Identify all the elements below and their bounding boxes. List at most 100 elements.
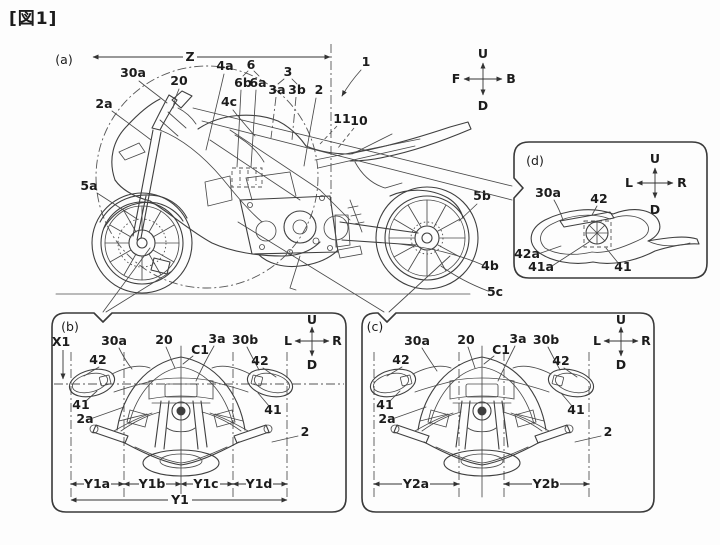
- side-mirror: [171, 90, 193, 109]
- label-42-right: 42: [251, 353, 268, 368]
- label-6b: 6b: [234, 75, 252, 90]
- front-wheel: [91, 192, 193, 294]
- label-41-right: 41: [567, 402, 584, 417]
- intake-unit-dashed: [231, 167, 263, 188]
- label-30a: 30a: [101, 333, 127, 348]
- label-20: 20: [155, 332, 173, 347]
- label-3a: 3a: [208, 331, 225, 346]
- rear-wheel: [375, 186, 479, 290]
- z-dimension-label: Z: [185, 49, 194, 64]
- view-a-labels: 30a 20 2a 4a 4c 6 6b 6a 3 3a 3: [80, 57, 503, 299]
- dim-y2b: Y2b: [532, 476, 560, 491]
- label-42-left: 42: [392, 352, 409, 367]
- dim-y1a: Y1a: [83, 476, 110, 491]
- dim-y2a: Y2a: [402, 476, 429, 491]
- front-brake-caliper: [150, 257, 171, 275]
- dim-y1c: Y1c: [192, 476, 218, 491]
- ref-1-label: 1: [362, 54, 371, 69]
- label-20: 20: [170, 73, 188, 88]
- label-42: 42: [590, 191, 607, 206]
- label-41-right: 41: [264, 402, 281, 417]
- rear-fender: [389, 189, 464, 219]
- headlight: [118, 142, 146, 161]
- label-42-right: 42: [552, 353, 569, 368]
- compass-down: D: [478, 98, 488, 113]
- label-30b: 30b: [232, 332, 258, 347]
- view-b-labels: X1 30a 42 41 2a 20 C1 3a 30b 42: [52, 331, 310, 443]
- label-2a: 2a: [76, 411, 93, 426]
- label-6a: 6a: [249, 75, 266, 90]
- view-c-label: (c): [367, 319, 384, 334]
- view-b-front-view: (b) U D L R X1 30a 42: [51, 312, 347, 513]
- label-30a: 30a: [404, 333, 430, 348]
- swingarm: [339, 221, 419, 246]
- view-d-box: [513, 141, 708, 279]
- compass-down: D: [650, 202, 660, 217]
- front-fender: [99, 194, 188, 223]
- label-3b: 3b: [288, 82, 306, 97]
- kickstand: [289, 255, 301, 291]
- label-3a: 3a: [268, 82, 285, 97]
- label-c1: C1: [191, 342, 209, 357]
- label-41-left: 41: [72, 397, 89, 412]
- compass-up: U: [307, 312, 317, 327]
- label-4b: 4b: [481, 258, 499, 273]
- exhaust: [257, 249, 339, 268]
- figure-title: [図1]: [9, 9, 58, 29]
- view-b-dimensions: Y1a Y1b Y1c Y1d Y1: [70, 476, 288, 507]
- engine-frame: [204, 129, 419, 291]
- detail-connectors: [102, 107, 513, 313]
- label-3a: 3a: [509, 331, 526, 346]
- view-c-box: [361, 312, 655, 513]
- compass-left: L: [625, 175, 633, 190]
- label-2: 2: [315, 82, 324, 97]
- compass-up: U: [650, 151, 660, 166]
- compass-back: B: [506, 71, 516, 86]
- label-x1: X1: [52, 334, 70, 349]
- radiator: [204, 175, 233, 207]
- label-4a: 4a: [216, 58, 233, 73]
- compass-b: U D L R: [284, 312, 342, 372]
- label-42-left: 42: [89, 352, 106, 367]
- view-d-label: (d): [526, 153, 544, 168]
- view-b-box: [51, 312, 347, 513]
- label-4c: 4c: [221, 94, 237, 109]
- label-10: 10: [350, 113, 368, 128]
- label-30a: 30a: [120, 65, 146, 80]
- ref-1-leader: [341, 69, 362, 97]
- view-d-mirror-detail: (d) U D L R 3: [513, 141, 708, 279]
- label-2: 2: [604, 424, 613, 439]
- label-3: 3: [284, 64, 293, 79]
- label-30b: 30b: [533, 332, 559, 347]
- label-5a: 5a: [80, 178, 97, 193]
- compass-down: D: [616, 357, 626, 372]
- motorcycle-side-art: [91, 90, 479, 294]
- dim-y1: Y1: [170, 492, 189, 507]
- label-41a: 41a: [528, 259, 554, 274]
- mirror-detail-art: [530, 209, 700, 264]
- dim-y1b: Y1b: [138, 476, 166, 491]
- compass-c: U D L R: [593, 312, 651, 372]
- view-b-label: (b): [61, 319, 79, 334]
- label-2a: 2a: [95, 96, 112, 111]
- mirror-top-trim: [559, 211, 615, 228]
- view-c-dimensions: Y2a Y2b: [373, 476, 590, 491]
- dim-y1d: Y1d: [245, 476, 273, 491]
- fuel-tank: [197, 114, 307, 147]
- compass-front: F: [452, 71, 461, 86]
- view-a-side-view: (a) Z 1 U D F B: [55, 44, 516, 299]
- label-5b: 5b: [473, 188, 491, 203]
- label-5c: 5c: [487, 284, 503, 299]
- label-2: 2: [301, 424, 310, 439]
- label-2a: 2a: [378, 411, 395, 426]
- label-6: 6: [247, 57, 256, 72]
- label-42a: 42a: [514, 246, 540, 261]
- view-b-grid-lines: [70, 352, 288, 497]
- compass-up: U: [616, 312, 626, 327]
- compass-right: R: [641, 333, 651, 348]
- label-30a: 30a: [535, 185, 561, 200]
- view-a-label: (a): [55, 52, 72, 67]
- windscreen: [151, 94, 178, 131]
